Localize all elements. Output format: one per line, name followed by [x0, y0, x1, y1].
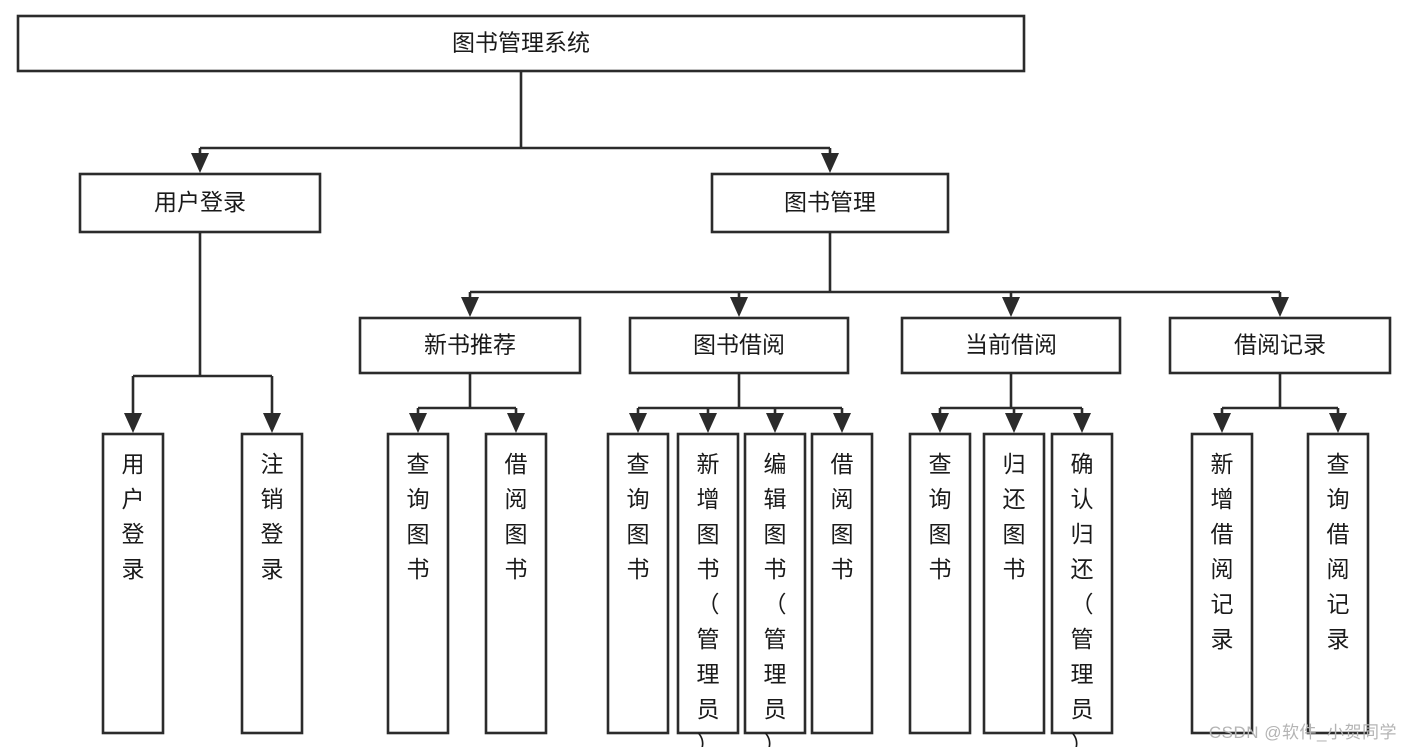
- node-box-root: [16, 14, 1026, 73]
- arrow-head-icon: [1002, 297, 1020, 317]
- node-label-root: 图书管理系统: [452, 30, 590, 56]
- node-book-manage[interactable]: 图书管理: [710, 172, 950, 234]
- node-label-leaf-query-record: 查询借阅记录: [1327, 451, 1350, 652]
- node-user-login[interactable]: 用户登录: [78, 172, 322, 234]
- node-leaf-logout[interactable]: 注销登录: [240, 432, 304, 735]
- arrow-head-icon: [766, 413, 784, 433]
- node-box-leaf-add-book: [676, 432, 740, 735]
- node-root[interactable]: 图书管理系统: [16, 14, 1026, 73]
- node-leaf-user-login[interactable]: 用户登录: [101, 432, 165, 735]
- node-box-leaf-query-record: [1306, 432, 1370, 735]
- node-label-leaf-query-book-3: 查询图书: [929, 451, 952, 582]
- node-leaf-edit-book[interactable]: 编辑图书（管理员）: [743, 432, 807, 747]
- node-box-user-login: [78, 172, 322, 234]
- node-leaf-query-book-3[interactable]: 查询图书: [908, 432, 972, 735]
- node-box-leaf-query-book-1: [386, 432, 450, 735]
- node-leaf-add-book[interactable]: 新增图书（管理员）: [676, 432, 740, 747]
- node-box-book-borrow: [628, 316, 850, 375]
- node-label-leaf-logout: 注销登录: [261, 451, 284, 582]
- node-leaf-query-book-2[interactable]: 查询图书: [606, 432, 670, 735]
- node-leaf-borrow-book-1[interactable]: 借阅图书: [484, 432, 548, 735]
- node-book-borrow[interactable]: 图书借阅: [628, 316, 850, 375]
- arrow-head-icon: [730, 297, 748, 317]
- node-label-leaf-query-book-1: 查询图书: [407, 451, 430, 582]
- node-leaf-query-book-1[interactable]: 查询图书: [386, 432, 450, 735]
- node-label-leaf-query-book-2: 查询图书: [627, 451, 650, 582]
- node-current-borrow[interactable]: 当前借阅: [900, 316, 1122, 375]
- node-box-leaf-borrow-book-2: [810, 432, 874, 735]
- arrow-head-icon: [1213, 413, 1231, 433]
- node-label-borrow-record: 借阅记录: [1234, 332, 1326, 358]
- node-label-leaf-add-record: 新增借阅记录: [1211, 451, 1234, 652]
- arrow-head-icon: [1271, 297, 1289, 317]
- arrow-head-icon: [1005, 413, 1023, 433]
- arrow-head-icon: [507, 413, 525, 433]
- node-label-user-login: 用户登录: [154, 189, 246, 215]
- connectors-layer: [124, 71, 1347, 433]
- node-label-book-borrow: 图书借阅: [693, 332, 785, 358]
- arrow-head-icon: [1329, 413, 1347, 433]
- arrow-head-icon: [461, 297, 479, 317]
- node-label-book-manage: 图书管理: [784, 189, 876, 215]
- node-label-leaf-add-book: 新增图书（管理员）: [697, 451, 720, 747]
- node-new-book-rec[interactable]: 新书推荐: [358, 316, 582, 375]
- node-box-leaf-logout: [240, 432, 304, 735]
- node-box-leaf-user-login: [101, 432, 165, 735]
- node-box-book-manage: [710, 172, 950, 234]
- arrow-head-icon: [931, 413, 949, 433]
- node-box-leaf-edit-book: [743, 432, 807, 735]
- node-box-current-borrow: [900, 316, 1122, 375]
- arrow-head-icon: [1073, 413, 1091, 433]
- arrow-head-icon: [263, 413, 281, 433]
- arrow-head-icon: [191, 153, 209, 173]
- node-box-borrow-record: [1168, 316, 1392, 375]
- node-borrow-record[interactable]: 借阅记录: [1168, 316, 1392, 375]
- node-box-leaf-confirm-return: [1050, 432, 1114, 735]
- arrow-head-icon: [821, 153, 839, 173]
- nodes-layer: 图书管理系统用户登录图书管理新书推荐图书借阅当前借阅借阅记录用户登录注销登录查询…: [16, 14, 1392, 747]
- node-leaf-add-record[interactable]: 新增借阅记录: [1190, 432, 1254, 735]
- node-label-leaf-borrow-book-2: 借阅图书: [831, 451, 854, 582]
- node-label-leaf-edit-book: 编辑图书（管理员）: [764, 451, 787, 747]
- node-label-leaf-return-book: 归还图书: [1003, 451, 1026, 582]
- node-label-leaf-user-login: 用户登录: [122, 451, 145, 582]
- arrow-head-icon: [629, 413, 647, 433]
- arrow-head-icon: [699, 413, 717, 433]
- watermark-label: CSDN @软件_小贺同学: [1208, 723, 1397, 742]
- arrow-head-icon: [124, 413, 142, 433]
- node-label-new-book-rec: 新书推荐: [424, 332, 516, 358]
- node-leaf-confirm-return[interactable]: 确认归还（管理员）: [1050, 432, 1114, 747]
- node-leaf-query-record[interactable]: 查询借阅记录: [1306, 432, 1370, 735]
- node-label-leaf-borrow-book-1: 借阅图书: [505, 451, 528, 582]
- node-leaf-borrow-book-2[interactable]: 借阅图书: [810, 432, 874, 735]
- node-box-leaf-query-book-3: [908, 432, 972, 735]
- node-box-leaf-add-record: [1190, 432, 1254, 735]
- node-box-leaf-borrow-book-1: [484, 432, 548, 735]
- node-leaf-return-book[interactable]: 归还图书: [982, 432, 1046, 735]
- node-box-leaf-return-book: [982, 432, 1046, 735]
- node-box-new-book-rec: [358, 316, 582, 375]
- arrow-head-icon: [833, 413, 851, 433]
- arrow-head-icon: [409, 413, 427, 433]
- node-label-current-borrow: 当前借阅: [965, 332, 1057, 358]
- node-label-leaf-confirm-return: 确认归还（管理员）: [1071, 451, 1094, 747]
- node-box-leaf-query-book-2: [606, 432, 670, 735]
